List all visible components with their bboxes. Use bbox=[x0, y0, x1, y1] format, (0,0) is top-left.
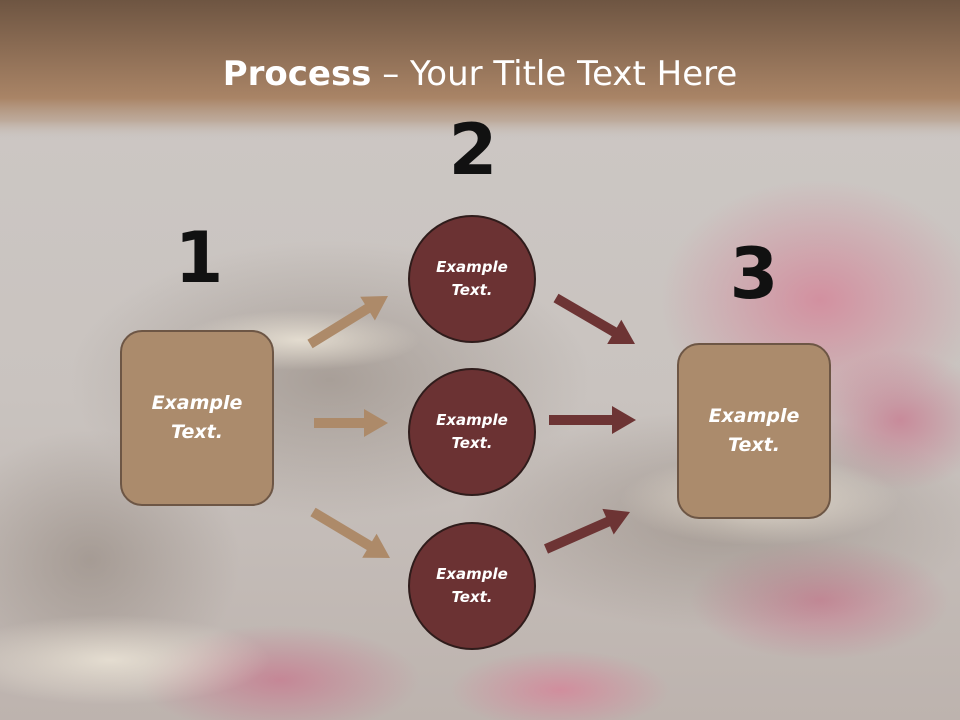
title-bold: Process bbox=[222, 54, 372, 94]
arrow-box1-to-top bbox=[307, 296, 388, 349]
slide-title: Process – Your Title Text Here bbox=[0, 52, 960, 96]
arrow-middle-to-box3 bbox=[549, 406, 636, 434]
title-bar bbox=[0, 0, 960, 140]
step-number-2: 2 bbox=[448, 109, 498, 191]
arrow-box1-to-bottom bbox=[310, 507, 390, 558]
step-number-1: 1 bbox=[174, 217, 224, 299]
step-number-3: 3 bbox=[729, 233, 779, 315]
step-box-3: Example Text. bbox=[677, 343, 831, 519]
arrow-bottom-to-box3 bbox=[544, 508, 630, 554]
process-circle-top: Example Text. bbox=[408, 215, 536, 343]
process-circle-bottom-label: Example Text. bbox=[436, 565, 508, 606]
title-rest: – Your Title Text Here bbox=[371, 54, 738, 94]
process-circle-bottom: Example Text. bbox=[408, 522, 536, 650]
process-circle-middle: Example Text. bbox=[408, 368, 536, 496]
arrow-box1-to-middle bbox=[314, 409, 388, 437]
arrow-top-to-box3 bbox=[553, 293, 635, 344]
step-box-1: Example Text. bbox=[120, 330, 274, 506]
step-box-3-label: Example Text. bbox=[708, 405, 800, 456]
process-circle-top-label: Example Text. bbox=[436, 258, 508, 299]
step-box-1-label: Example Text. bbox=[151, 392, 243, 443]
process-circle-middle-label: Example Text. bbox=[436, 411, 508, 452]
